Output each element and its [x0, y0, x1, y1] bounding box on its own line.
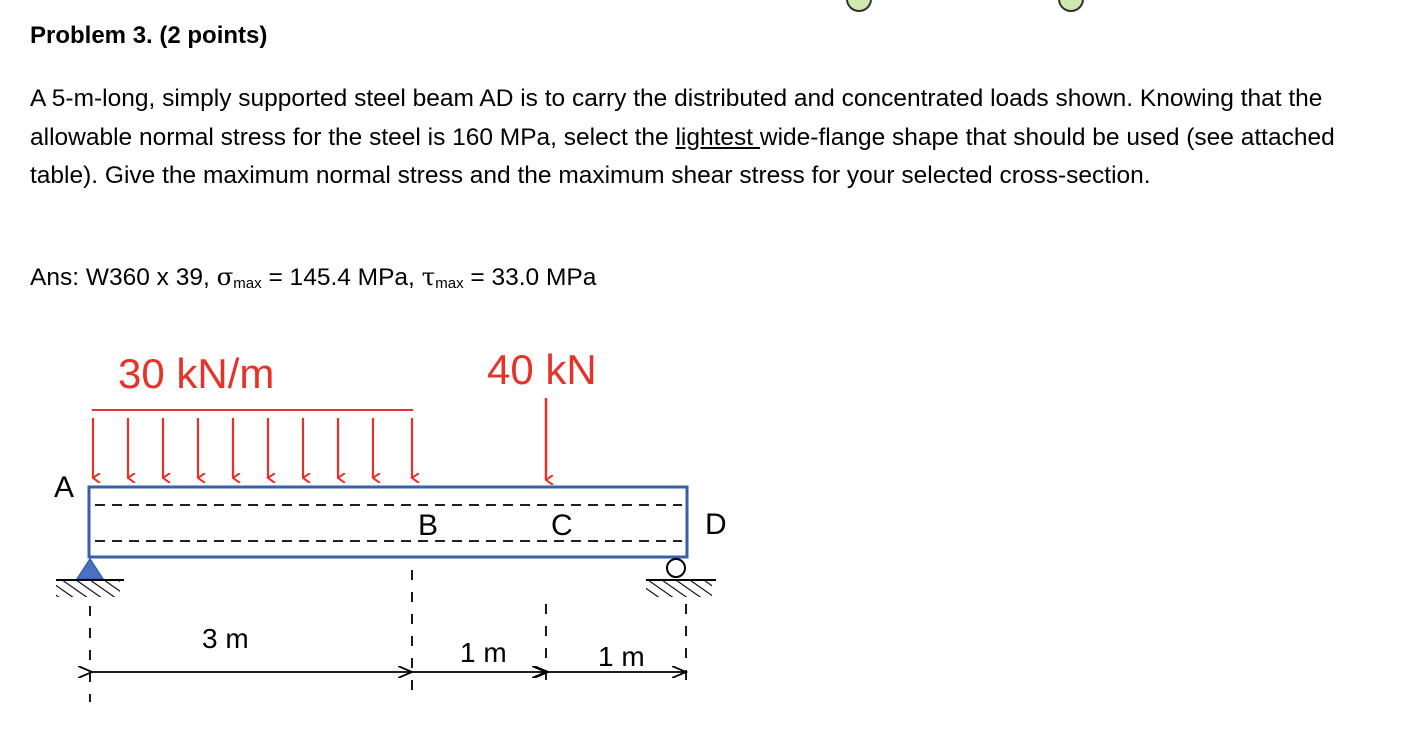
distributed-load-label: 30 kN/m [118, 350, 274, 397]
problem-statement: A 5-m-long, simply supported steel beam … [30, 80, 1400, 196]
point-label-d: D [705, 508, 727, 541]
sigma-subscript: max [233, 275, 262, 292]
point-load-label: 40 kN [487, 346, 597, 393]
point-label-b: B [418, 509, 438, 542]
distributed-load [91, 409, 413, 478]
problem-title: Problem 3. (2 points) [30, 22, 268, 49]
statement-text-1: A 5-m-long, simply supported steel beam … [30, 85, 1323, 151]
tau-symbol: τ [421, 262, 436, 291]
point-label-a: A [54, 471, 74, 504]
dimension-label-cd: 1 m [598, 641, 645, 672]
pin-support [56, 557, 124, 597]
dimension-label-ab: 3 m [202, 623, 249, 654]
sigma-value: = 145.4 MPa, [261, 264, 422, 291]
point-label-c: C [551, 509, 573, 542]
dimension-label-bc: 1 m [460, 637, 507, 668]
roller-support [646, 558, 716, 597]
answer-prefix: Ans: W360 x 39, [30, 264, 217, 291]
beam [87, 485, 689, 559]
answer-line: Ans: W360 x 39, σmax = 145.4 MPa, τmax =… [30, 262, 596, 292]
tau-subscript: max [435, 275, 464, 292]
tau-value: = 33.0 MPa [463, 264, 597, 291]
statement-text-2: wide-flange shape that should be used (s… [30, 123, 1335, 190]
underlined-word: lightest [675, 123, 760, 151]
sigma-symbol: σ [216, 262, 234, 291]
